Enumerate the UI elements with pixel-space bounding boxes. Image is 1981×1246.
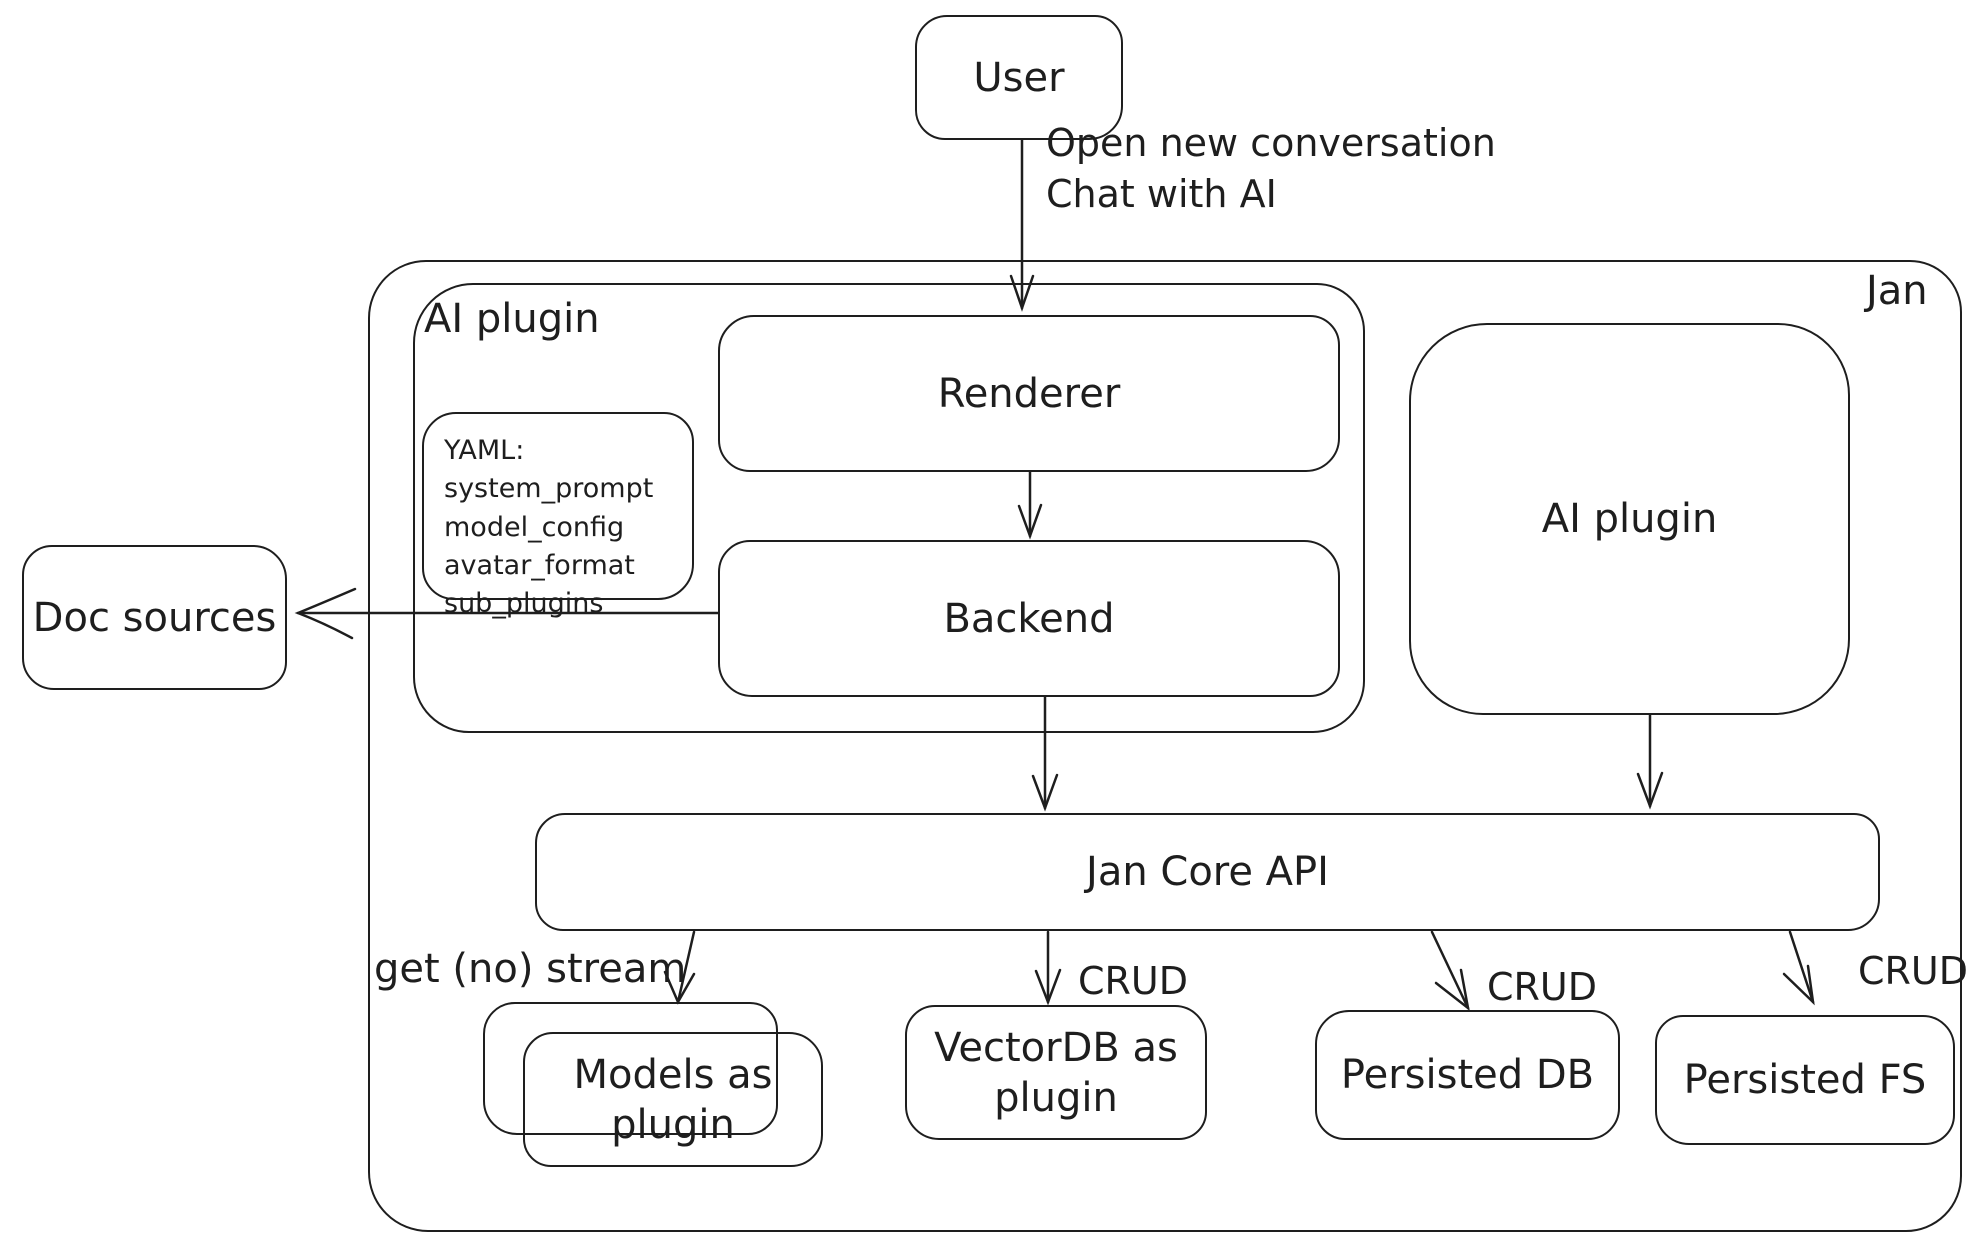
node-doc-sources-label: Doc sources — [32, 594, 277, 641]
edge-label-user-flow: Open new conversation Chat with AI — [1046, 121, 1496, 217]
node-vectordb-as-plugin-label: VectorDB as plugin — [934, 1024, 1178, 1121]
node-renderer: Renderer — [718, 315, 1340, 472]
node-jan-container — [368, 260, 1962, 1232]
node-ai-plugin-left — [413, 283, 1365, 733]
node-jan-core-api: Jan Core API — [535, 813, 1880, 931]
node-persisted-fs: Persisted FS — [1655, 1015, 1955, 1145]
node-ai-plugin-right-label: AI plugin — [1541, 496, 1718, 542]
node-ai-plugin-left-label: AI plugin — [424, 296, 600, 342]
node-persisted-db-label: Persisted DB — [1340, 1052, 1595, 1098]
yaml-note-line: system_prompt — [444, 473, 654, 505]
yaml-note-line: sub_plugins — [444, 588, 604, 620]
node-jan-container-label: Jan — [1866, 268, 1928, 314]
yaml-note: YAML: system_prompt model_config avatar_… — [422, 412, 694, 619]
node-models-as-plugin-label: Models as plugin — [573, 1051, 773, 1148]
node-persisted-fs-label: Persisted FS — [1683, 1057, 1927, 1103]
edge-label-crud-persisted-fs: CRUD — [1858, 949, 1969, 993]
node-doc-sources: Doc sources — [22, 545, 287, 690]
node-models-as-plugin-back — [483, 1002, 778, 1135]
node-jan-core-api-label: Jan Core API — [1086, 849, 1329, 895]
edge-label-crud-vectordb: CRUD — [1078, 959, 1189, 1003]
node-user-label: User — [973, 54, 1065, 101]
yaml-note-line: YAML: — [444, 435, 525, 466]
node-user: User — [915, 15, 1123, 140]
yaml-note-line: avatar_format — [444, 549, 635, 581]
edge-label-crud-persisted-db: CRUD — [1487, 965, 1598, 1009]
node-models-as-plugin: Models as plugin — [523, 1032, 823, 1167]
yaml-note-line: model_config — [444, 511, 625, 543]
edge-label-get-no-stream: get (no) stream — [374, 946, 687, 992]
node-vectordb-as-plugin: VectorDB as plugin — [905, 1005, 1207, 1140]
node-renderer-label: Renderer — [937, 370, 1121, 417]
node-backend: Backend — [718, 540, 1340, 697]
node-backend-label: Backend — [943, 595, 1115, 642]
node-ai-plugin-right: AI plugin — [1409, 323, 1850, 715]
node-persisted-db: Persisted DB — [1315, 1010, 1620, 1140]
